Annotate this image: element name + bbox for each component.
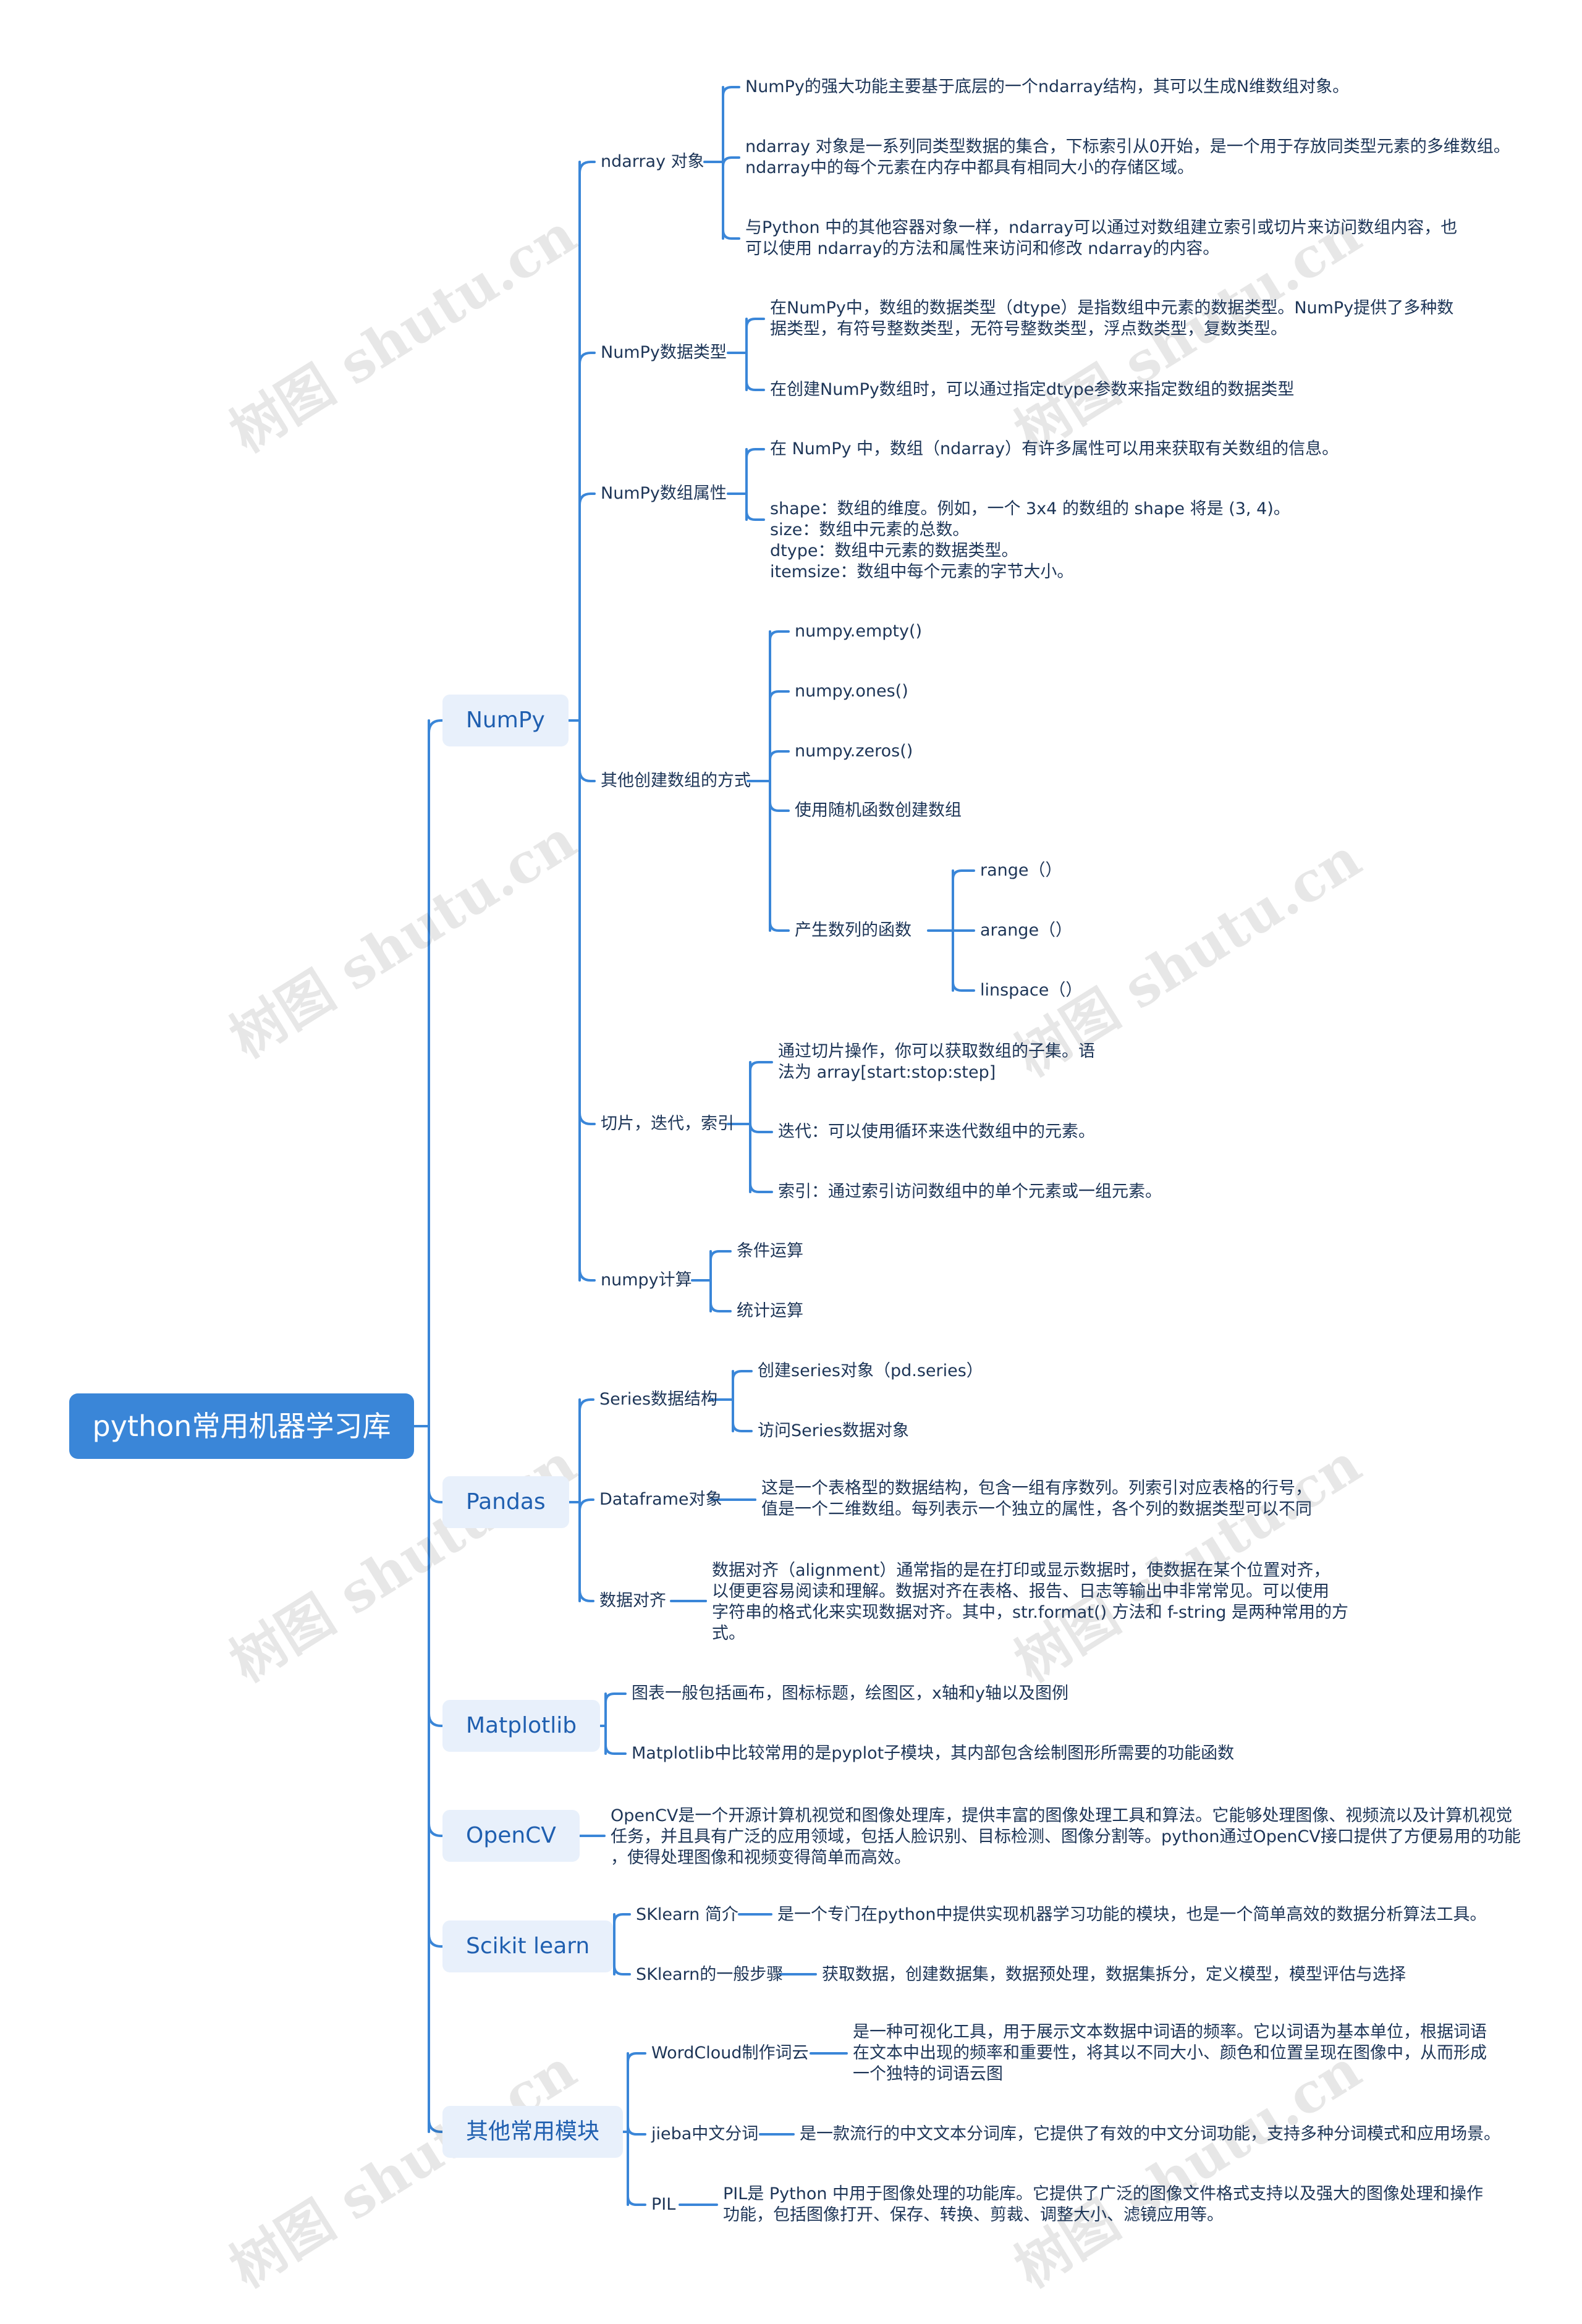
connector-line: [578, 1268, 596, 1282]
branch-opencv[interactable]: OpenCV: [442, 1810, 580, 1862]
connector-line: [952, 981, 975, 992]
root-topic[interactable]: python常用机器学习库: [69, 1393, 414, 1459]
connector-line: [578, 161, 596, 174]
connector-line: [428, 1933, 444, 1948]
connector-line: [769, 801, 790, 812]
connector-line: [578, 1112, 596, 1125]
branch-numpy[interactable]: NumPy: [442, 695, 569, 746]
branch-pandas[interactable]: Pandas: [442, 1476, 569, 1528]
leaf-slicing-3[interactable]: 索引：通过索引访问数组中的单个元素或一组元素。: [778, 1182, 1162, 1201]
connector-line: [745, 380, 765, 391]
connector-line: [613, 1964, 631, 1975]
connector-line: [604, 1692, 627, 1704]
topic-numpy-calc[interactable]: numpy计算: [601, 1270, 692, 1290]
leaf-linspace[interactable]: linspace（）: [980, 981, 1083, 1000]
leaf-attrs-2[interactable]: shape：数组的维度。例如，一个 3x4 的数组的 shape 将是 (3, …: [770, 499, 1290, 581]
connector-line: [952, 869, 975, 881]
branch-other-modules[interactable]: 其他常用模块: [442, 2106, 624, 2158]
connector-line: [749, 1061, 773, 1072]
leaf-wordcloud[interactable]: 是一种可视化工具，用于展示文本数据中词语的频率。它以词语为基本单位，根据词语 在…: [853, 2022, 1487, 2084]
topic-jieba[interactable]: jieba中文分词: [651, 2124, 759, 2144]
leaf-matplotlib-1[interactable]: 图表一般包括画布，图标标题，绘图区，x轴和y轴以及图例: [632, 1684, 1068, 1703]
leaf-condition-ops[interactable]: 条件运算: [737, 1241, 803, 1261]
topic-create-arrays[interactable]: 其他创建数组的方式: [601, 771, 751, 790]
topic-sequence-functions[interactable]: 产生数列的函数: [795, 921, 912, 940]
connector-line: [578, 492, 596, 506]
connector-line: [722, 229, 740, 240]
leaf-random-arrays[interactable]: 使用随机函数创建数组: [795, 801, 962, 820]
connector-line: [745, 448, 765, 459]
connector-line: [613, 1913, 631, 1924]
branch-scikit-learn[interactable]: Scikit learn: [442, 1920, 614, 1972]
leaf-sklearn-steps[interactable]: 获取数据，创建数据集，数据预处理，数据集拆分，定义模型，模型评估与选择: [822, 1965, 1406, 1984]
connector-line: [769, 690, 790, 701]
leaf-attrs-1[interactable]: 在 NumPy 中，数组（ndarray）有许多属性可以用来获取有关数组的信息。: [770, 439, 1339, 458]
connector-line: [604, 1744, 627, 1755]
connector-line: [578, 1589, 594, 1602]
connector-line: [428, 2118, 444, 2133]
connector-line: [769, 921, 790, 932]
connector-line: [627, 2124, 646, 2136]
connector-line: [722, 86, 740, 97]
connector-line: [745, 510, 765, 521]
leaf-jieba[interactable]: 是一款流行的中文文本分词库，它提供了有效的中文分词功能，支持多种分词模式和应用场…: [800, 2124, 1500, 2144]
leaf-dtype-2[interactable]: 在创建NumPy数组时，可以通过指定dtype参数来指定数组的数据类型: [770, 380, 1295, 399]
leaf-statistic-ops[interactable]: 统计运算: [737, 1301, 803, 1320]
connector-line: [428, 719, 444, 734]
leaf-ndarray-2[interactable]: ndarray 对象是一系列同类型数据的集合，下标索引从0开始，是一个用于存放同…: [745, 137, 1510, 177]
connector-line: [745, 318, 765, 329]
topic-dtype[interactable]: NumPy数据类型: [601, 343, 727, 362]
connector-line: [627, 2052, 646, 2063]
leaf-sklearn-intro[interactable]: 是一个专门在python中提供实现机器学习功能的模块，也是一个简单高效的数据分析…: [777, 1905, 1487, 1924]
leaf-ndarray-1[interactable]: NumPy的强大功能主要基于底层的一个ndarray结构，其可以生成N维数组对象…: [745, 77, 1350, 96]
leaf-range[interactable]: range（）: [980, 861, 1062, 880]
connector-line: [709, 1301, 732, 1312]
leaf-slicing-1[interactable]: 通过切片操作，你可以获取数组的子集。语 法为 array[start:stop:…: [778, 1042, 1095, 1082]
topic-data-alignment[interactable]: 数据对齐: [599, 1591, 666, 1610]
leaf-numpy-ones[interactable]: numpy.ones(): [795, 682, 908, 701]
leaf-series-2[interactable]: 访问Series数据对象: [758, 1421, 910, 1440]
topic-sklearn-steps[interactable]: SKlearn的一般步骤: [636, 1965, 784, 1984]
topic-wordcloud[interactable]: WordCloud制作词云: [651, 2043, 809, 2063]
leaf-numpy-zeros[interactable]: numpy.zeros(): [795, 742, 913, 761]
connector-line: [749, 1122, 773, 1133]
branch-matplotlib[interactable]: Matplotlib: [442, 1700, 601, 1752]
topic-dataframe[interactable]: Dataframe对象: [599, 1490, 722, 1509]
connector-line: [769, 750, 790, 761]
connector-line: [749, 1182, 773, 1193]
leaf-dtype-1[interactable]: 在NumPy中，数组的数据类型（dtype）是指数组中元素的数据类型。NumPy…: [770, 298, 1454, 339]
leaf-arange[interactable]: arange（）: [980, 921, 1073, 940]
connector-line: [732, 1370, 753, 1381]
topic-series[interactable]: Series数据结构: [599, 1390, 718, 1409]
connector-line: [709, 1250, 732, 1261]
connector-line: [578, 352, 596, 365]
topic-sklearn-intro[interactable]: SKlearn 简介: [636, 1905, 738, 1924]
leaf-ndarray-3[interactable]: 与Python 中的其他容器对象一样，ndarray可以通过对数组建立索引或切片…: [745, 218, 1458, 258]
connector-line: [578, 769, 596, 782]
connector-line: [722, 156, 740, 167]
connector-line: [428, 1712, 444, 1727]
connector-line: [627, 2195, 646, 2206]
connector-line: [428, 1822, 444, 1837]
leaf-pil[interactable]: PIL是 Python 中用于图像处理的功能库。它提供了广泛的图像文件格式支持以…: [723, 2184, 1484, 2225]
leaf-opencv-1[interactable]: OpenCV是一个开源计算机视觉和图像处理库，提供丰富的图像处理工具和算法。它能…: [611, 1806, 1521, 1867]
connector-line: [769, 630, 790, 641]
connector-line: [578, 1398, 594, 1412]
leaf-numpy-empty[interactable]: numpy.empty(): [795, 622, 923, 641]
leaf-dataframe-1[interactable]: 这是一个表格型的数据结构，包含一组有序数列。列索引对应表格的行号， 值是一个二维…: [761, 1479, 1312, 1519]
leaf-alignment-1[interactable]: 数据对齐（alignment）通常指的是在打印或显示数据时，使数据在某个位置对齐…: [712, 1561, 1349, 1643]
leaf-series-1[interactable]: 创建series对象（pd.series）: [758, 1361, 983, 1380]
topic-ndarray[interactable]: ndarray 对象: [601, 152, 704, 171]
leaf-matplotlib-2[interactable]: Matplotlib中比较常用的是pyplot子模块，其内部包含绘制图形所需要的…: [632, 1744, 1235, 1763]
connector-line: [578, 1498, 594, 1512]
connector-line: [428, 1489, 444, 1503]
topic-pil[interactable]: PIL: [651, 2195, 676, 2214]
topic-slicing[interactable]: 切片，迭代，索引: [601, 1114, 734, 1133]
connector-line: [732, 1421, 753, 1432]
topic-array-attributes[interactable]: NumPy数组属性: [601, 484, 727, 503]
leaf-slicing-2[interactable]: 迭代：可以使用循环来迭代数组中的元素。: [778, 1122, 1095, 1141]
